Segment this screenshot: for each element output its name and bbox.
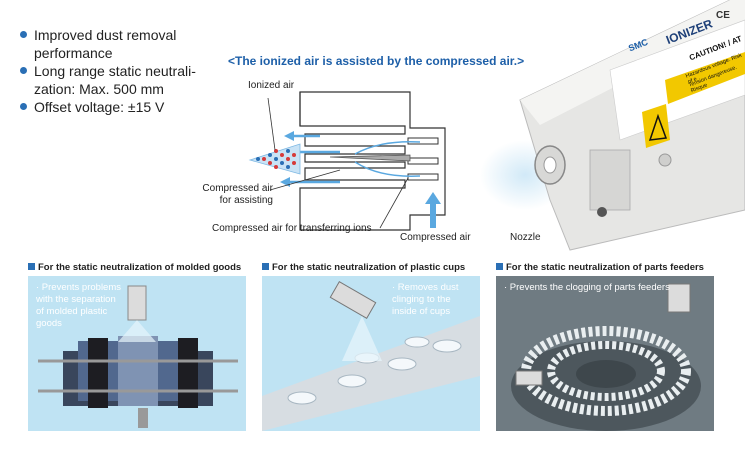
label-nozzle: Nozzle	[510, 232, 541, 243]
needle-electrode	[329, 154, 411, 162]
application-panel-molded: · Prevents problems with the separation …	[28, 276, 246, 431]
application-note-cups: · Removes dust clinging to the inside of…	[392, 282, 459, 317]
application-title-molded: For the static neutralization of molded …	[28, 262, 241, 273]
nozzle-body-outline	[299, 91, 446, 231]
application-note-molded: · Prevents problems with the separation …	[36, 282, 122, 329]
plastic-cups-image	[262, 281, 480, 431]
application-note-feeders: · Prevents the clogging of parts feeders	[504, 282, 670, 293]
bullet-dot-icon	[20, 31, 27, 38]
application-panel-cups: · Removes dust clinging to the inside of…	[262, 276, 480, 431]
feature-item: Improved dust removal performance	[20, 26, 220, 62]
label-compressed-air: Compressed air	[400, 232, 471, 243]
ionizer-product-image	[480, 0, 745, 251]
application-title-feeders: For the static neutralization of parts f…	[496, 262, 704, 273]
compressed-air-arrow	[425, 192, 441, 204]
application-title-cups: For the static neutralization of plastic…	[262, 262, 465, 273]
label-transfer-air: Compressed air for transferring ions	[212, 223, 372, 234]
bullet-dot-icon	[20, 103, 27, 110]
feature-list: Improved dust removal performance Long r…	[20, 26, 220, 116]
warning-triangle-icon	[648, 113, 668, 141]
feature-item: Offset voltage: ±15 V	[20, 98, 220, 116]
nozzle-cross-section-diagram	[248, 91, 446, 231]
label-compressed-air-assist: Compressed air for assisting	[202, 183, 273, 206]
bullet-dot-icon	[20, 67, 27, 74]
application-panel-feeders: · Prevents the clogging of parts feeders	[496, 276, 714, 431]
ce-mark: CE	[716, 10, 730, 21]
parts-feeder-image	[496, 276, 714, 431]
feature-item: Long range static neutrali- zation: Max.…	[20, 62, 220, 98]
diagram-headline: <The ionized air is assisted by the comp…	[228, 54, 525, 68]
label-ionized-air: Ionized air	[248, 80, 295, 91]
ion-dots	[256, 149, 296, 169]
molding-machine-image	[38, 285, 238, 428]
